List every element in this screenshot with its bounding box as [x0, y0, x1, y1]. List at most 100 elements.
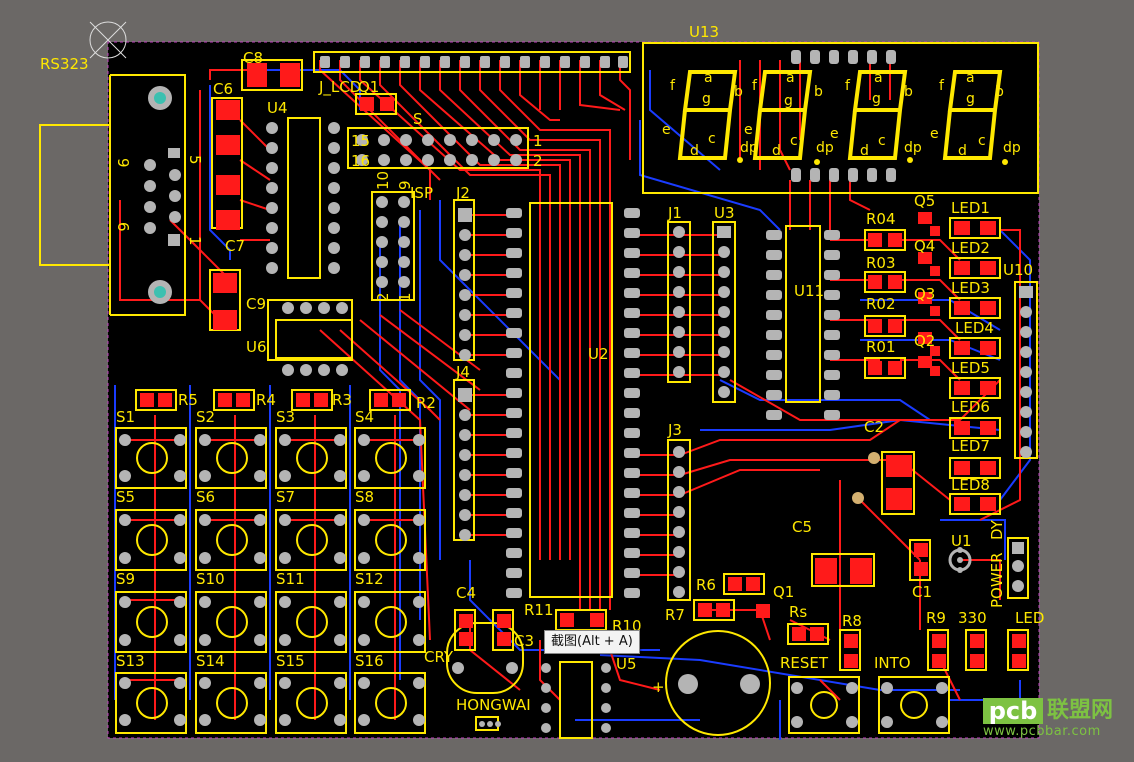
seg-d-4: d	[958, 143, 967, 159]
label-u6: U6	[246, 338, 267, 356]
label-u2: U2	[588, 345, 609, 363]
label-u5: U5	[616, 655, 637, 673]
label-u4: U4	[267, 99, 288, 117]
label-s4: S4	[355, 408, 374, 426]
label-c8: C8	[243, 49, 263, 67]
label-r6: R6	[696, 576, 716, 594]
pin-label-6: 6	[114, 222, 132, 232]
pin-label-5: 5	[186, 155, 204, 165]
label-led7: LED7	[951, 437, 990, 455]
label-led1: LED1	[951, 199, 990, 217]
pin-label-9: 9	[114, 158, 132, 168]
label-q3: Q3	[914, 285, 935, 303]
label-s10: S10	[196, 570, 225, 588]
label-u10: U10	[1003, 261, 1033, 279]
label-q2: Q2	[914, 332, 935, 350]
seg-b-4: b	[995, 84, 1004, 100]
label-cry: CRY	[424, 648, 454, 666]
pin-label-1-db9: 1	[186, 236, 204, 246]
seven-segment-digits	[677, 70, 1003, 160]
seg-dp-2: dp	[816, 140, 834, 156]
label-j2: J2	[455, 184, 470, 202]
seg-b-2: b	[814, 84, 823, 100]
label-s12: S12	[355, 570, 384, 588]
pin-label-2: 2	[533, 152, 543, 170]
label-c3: C3	[514, 632, 534, 650]
label-s5: S5	[116, 488, 135, 506]
smd-pads	[140, 63, 1026, 668]
seg-c-3: c	[878, 133, 886, 149]
label-330: 330	[958, 609, 987, 627]
label-r11: R11	[524, 601, 554, 619]
label-r2: R2	[416, 394, 436, 412]
label-c9: C9	[246, 295, 266, 313]
label-j-lcd: J_LCD	[318, 78, 361, 97]
label-q1: Q1	[773, 583, 794, 601]
pin-label-9-isp: 9	[396, 180, 414, 190]
label-u13: U13	[689, 23, 719, 41]
pin-label-10: 10	[374, 171, 392, 190]
pin-label-16: 16	[351, 152, 370, 170]
label-r04: R04	[866, 210, 896, 228]
seg-g-4: g	[966, 91, 975, 107]
label-r03: R03	[866, 254, 896, 272]
label-s8: S8	[355, 488, 374, 506]
origin-marker	[89, 21, 127, 59]
seg-e-3: e	[830, 126, 839, 142]
label-q4: Q4	[914, 237, 935, 255]
label-r7: R7	[665, 606, 685, 624]
watermark: pcb 联盟网 www.pcbbar.com	[983, 696, 1129, 742]
label-led8: LED8	[951, 476, 990, 494]
board-outline	[107, 41, 1040, 739]
seg-dp-1: dp	[740, 140, 758, 156]
segment-dp-dots	[737, 157, 1008, 165]
seg-e-2: e	[744, 122, 753, 138]
silkscreen-labels: RS323 U13 C8 J_LCD Q1 C6 U4 S C7 ISP J2 …	[40, 23, 1044, 714]
label-s9: S9	[116, 570, 135, 588]
seg-f-2: f	[752, 78, 758, 94]
label-plus: +	[652, 678, 665, 696]
seg-a-4: a	[966, 70, 975, 86]
label-r9: R9	[926, 609, 946, 627]
label-u3: U3	[714, 204, 735, 222]
label-q1-top: Q1	[358, 78, 379, 96]
label-rs: Rs	[789, 603, 807, 621]
label-s6: S6	[196, 488, 215, 506]
silkscreen-outlines	[39, 42, 1039, 739]
label-u11: U11	[794, 282, 824, 300]
label-u1: U1	[951, 532, 972, 550]
label-s: S	[413, 110, 423, 128]
label-led2: LED2	[951, 239, 990, 257]
label-c4: C4	[456, 584, 476, 602]
seg-e-1: e	[662, 122, 671, 138]
label-c7: C7	[225, 237, 245, 255]
label-j1: J1	[667, 204, 682, 222]
seg-f-1: f	[670, 78, 676, 94]
label-s3: S3	[276, 408, 295, 426]
pin-label-15: 15	[351, 132, 370, 150]
label-j3: J3	[667, 421, 682, 439]
label-r02: R02	[866, 295, 896, 313]
label-led6: LED6	[951, 398, 990, 416]
label-s15: S15	[276, 652, 305, 670]
label-dy: DY	[988, 519, 1006, 540]
seg-f-4: f	[939, 78, 945, 94]
label-power: POWER	[988, 552, 1006, 608]
segment-letters: f a b g e c d f a b g e c d dp f a b g e…	[662, 70, 1021, 159]
seg-d-2: d	[772, 143, 781, 159]
pin-label-1: 1	[533, 132, 543, 150]
screenshot-tooltip: 截图(Alt + A)	[544, 630, 640, 654]
label-c6: C6	[213, 80, 233, 98]
seg-c-1: c	[708, 131, 716, 147]
label-isp: ISP	[410, 184, 433, 202]
seg-dp-3: dp	[904, 140, 922, 156]
seg-a-2: a	[786, 70, 795, 86]
pin-label-2-isp: 2	[374, 292, 392, 302]
watermark-url: www.pcbbar.com	[983, 724, 1101, 739]
label-led: LED	[1015, 609, 1044, 627]
label-led5: LED5	[951, 359, 990, 377]
seg-f-3: f	[845, 78, 851, 94]
label-reset: RESET	[780, 654, 829, 672]
label-s2: S2	[196, 408, 215, 426]
